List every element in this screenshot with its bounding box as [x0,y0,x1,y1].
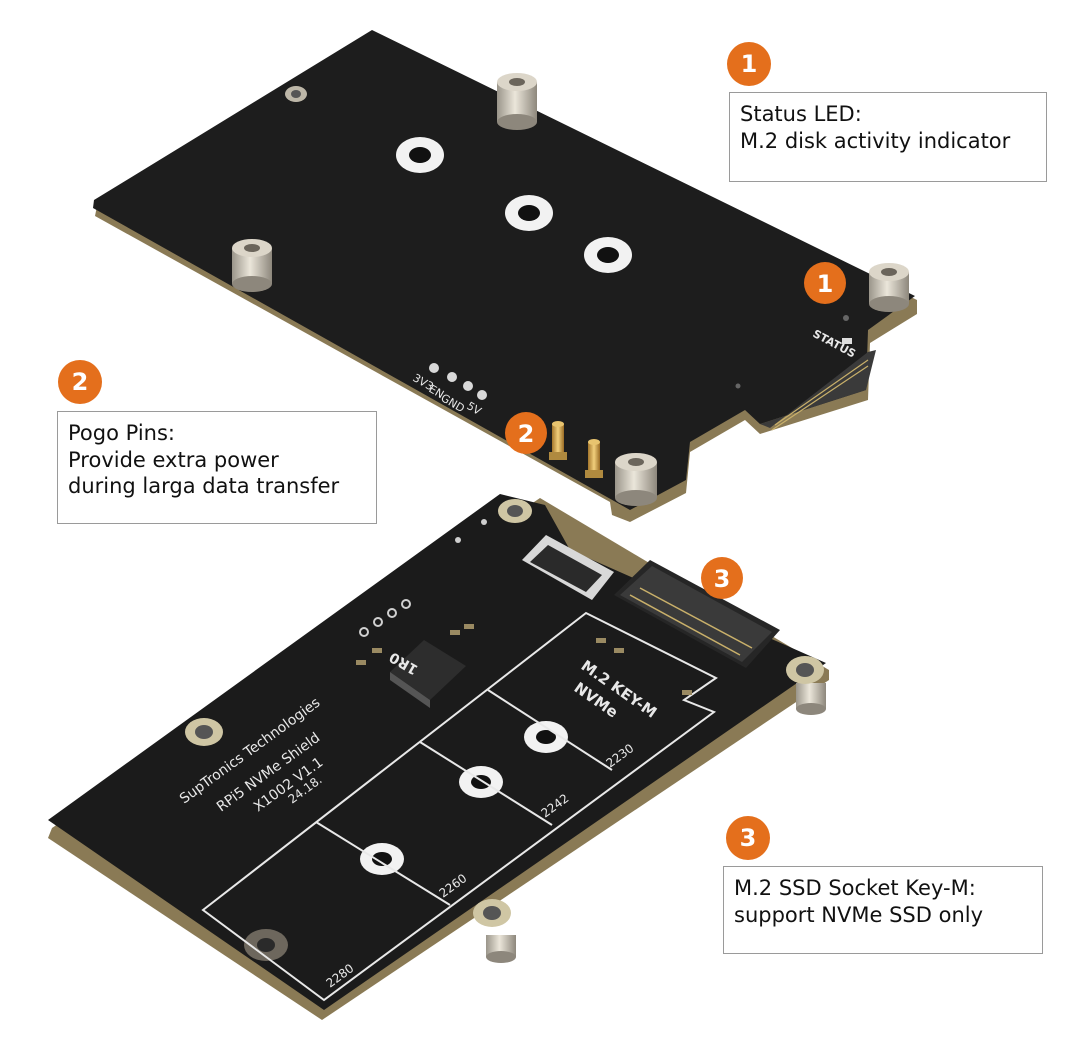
ssd-outline [201,611,718,1002]
mounting-hole [505,195,553,231]
marker-2-badge [505,412,547,454]
status-led [842,338,852,344]
callout-1-box: Status LED: M.2 disk activity indicator [729,92,1047,182]
m2-mount-hole [524,721,568,753]
callout-2-text: during larga data transfer [68,474,340,499]
standoff [869,263,909,312]
bottom-board: 1R0 SupTronics Technologies RPi5 NVMe Sh… [48,494,829,1020]
callout-2-box: Pogo Pins: Provide extra power during la… [57,411,377,524]
mounting-hole [498,499,532,523]
callout-3-title: M.2 SSD Socket Key-M: [734,876,976,900]
mounting-hole [396,137,444,173]
marker-1-text: 1 [817,270,834,298]
callout-2-title: Pogo Pins: [68,421,175,445]
via [843,315,849,321]
via [735,383,741,389]
via [455,537,461,543]
mounting-hole [185,718,223,746]
standoff [486,935,516,963]
callout-3-badge: 3 [726,816,770,860]
marker-3-badge [701,557,743,599]
standoff [796,683,826,715]
standoff [497,73,537,130]
callout-1-badge: 1 [727,42,771,86]
via [481,519,487,525]
small-screw-hole [285,86,307,102]
standoff [615,453,657,506]
marker-3-text: 3 [714,565,731,593]
callout-1-title: Status LED: [740,102,862,126]
top-board-face [93,30,915,510]
mounting-nut [244,929,288,961]
marker-2-text: 2 [518,420,535,448]
callout-3-box: M.2 SSD Socket Key-M: support NVMe SSD o… [723,866,1043,954]
test-pads [359,599,411,637]
smd-components [356,624,692,695]
callout-2-badge: 2 [58,360,102,404]
mounting-hole [473,899,511,927]
top-board: 3V3 EN GND 5V STATUS 1 2 [93,30,917,522]
standoff [232,239,272,292]
m2-socket [614,560,780,668]
test-pads [429,363,487,400]
callout-2-text: Provide extra power [68,447,279,472]
pogo-pin [585,439,603,478]
callout-3-text: support NVMe SSD only [734,902,984,927]
mounting-hole [584,237,632,273]
pogo-pin [549,421,567,460]
marker-1-badge [804,262,846,304]
m2-mount-hole [360,843,404,875]
mounting-hole [786,656,824,684]
ffc-connector [522,535,614,600]
pin-label: 5V [465,399,484,418]
m2-edge-connector [760,350,876,428]
callout-1-text: M.2 disk activity indicator [740,128,1011,153]
